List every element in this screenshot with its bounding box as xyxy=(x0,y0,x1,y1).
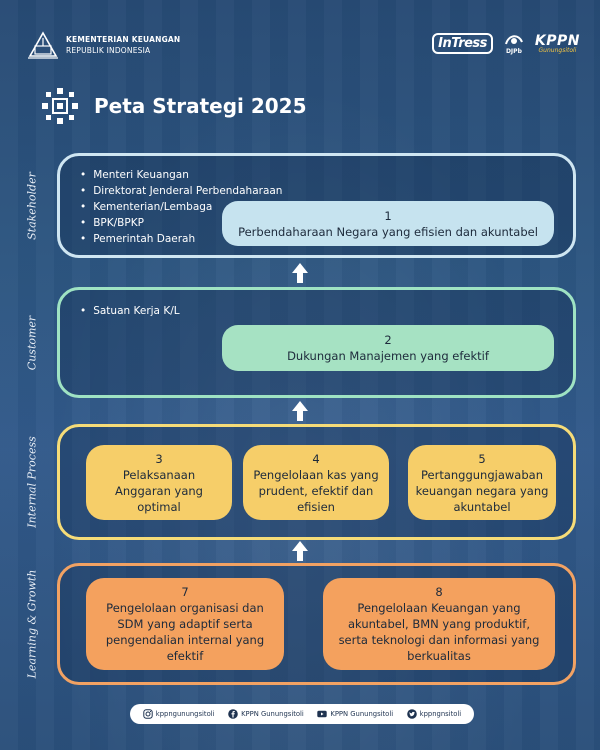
objective-text-line: Pengelolaan Keuangan yang xyxy=(357,601,521,615)
instagram-handle: kppngunungsitoli xyxy=(155,710,215,718)
ministry-name: KEMENTERIAN KEUANGAN xyxy=(66,35,181,44)
objective-1: 1 Perbendaharaan Negara yang efisien dan… xyxy=(222,201,554,246)
objective-text-line: optimal xyxy=(137,499,181,514)
kppn-logo-sub: Gunungsitoli xyxy=(538,47,577,54)
perspective-learning-growth: Learning & Growth xyxy=(25,569,39,679)
objective-text-line: efisien xyxy=(297,499,335,514)
objective-text-line: Pengelolaan organisasi dan xyxy=(106,601,264,615)
arrow-up-icon xyxy=(292,263,308,283)
youtube-handle: KPPN Gunungsitoli xyxy=(330,710,394,718)
objective-text-line: berkualitas xyxy=(407,649,471,663)
objective-number: 3 xyxy=(155,451,163,466)
ministry-country: REPUBLIK INDONESIA xyxy=(66,46,151,55)
arrow-up-icon xyxy=(292,401,308,421)
objective-number: 7 xyxy=(181,585,189,599)
partner-logos: InTress DJPb KPPN Gunungsitoli xyxy=(432,32,580,55)
twitter-handle: kppngnsitoli xyxy=(419,710,462,718)
page-title: Peta Strategi 2025 xyxy=(94,94,307,118)
stakeholder-list: Menteri Keuangan Direktorat Jenderal Per… xyxy=(80,167,282,247)
objective-text-line: serta teknologi dan informasi yang xyxy=(338,633,540,647)
objective-number: 4 xyxy=(312,451,320,466)
objective-text: Dukungan Manajemen yang efektif xyxy=(287,349,489,363)
objective-text: Perbendaharaan Negara yang efisien dan a… xyxy=(238,224,538,239)
list-item: BPK/BPKP xyxy=(80,215,282,231)
arrow-up-icon xyxy=(292,541,308,561)
objective-text-line: akuntabel xyxy=(453,499,511,514)
perspective-internal-process: Internal Process xyxy=(25,436,39,528)
list-item: Satuan Kerja K/L xyxy=(80,303,179,319)
objective-number: 2 xyxy=(384,333,392,347)
twitter-icon xyxy=(406,709,417,719)
objective-text-line: Anggaran yang xyxy=(115,483,203,498)
perspective-stakeholder: Stakeholder xyxy=(25,172,39,240)
objective-number: 1 xyxy=(384,208,392,223)
objective-5: 5 Pertanggungjawaban keuangan negara yan… xyxy=(408,445,556,520)
objective-3: 3 Pelaksanaan Anggaran yang optimal xyxy=(86,445,232,520)
instagram-link[interactable]: kppngunungsitoli xyxy=(143,709,215,719)
objective-text-line: akuntabel, BMN yang produktif, xyxy=(347,617,530,631)
objective-8: 8 Pengelolaan Keuangan yang akuntabel, B… xyxy=(323,578,555,670)
objective-text-line: Pertanggungjawaban xyxy=(421,467,543,482)
objective-text-line: Pengelolaan kas yang xyxy=(253,467,379,482)
objective-text-line: efektif xyxy=(166,649,204,663)
kppn-logo-text: KPPN xyxy=(534,33,580,49)
ministry-header: KEMENTERIAN KEUANGAN REPUBLIK INDONESIA xyxy=(26,30,180,60)
facebook-icon xyxy=(228,709,238,719)
djpb-logo-text: DJPb xyxy=(505,48,522,55)
objective-number: 5 xyxy=(478,451,486,466)
list-item: Pemerintah Daerah xyxy=(80,231,282,247)
objective-7: 7 Pengelolaan organisasi dan SDM yang ad… xyxy=(86,578,284,670)
objective-text-line: SDM yang adaptif serta xyxy=(117,617,253,631)
kppn-logo: KPPN Gunungsitoli xyxy=(535,33,580,54)
facebook-handle: KPPN Gunungsitoli xyxy=(241,710,304,718)
intress-logo: InTress xyxy=(432,33,493,54)
djpb-mark-icon xyxy=(504,35,523,45)
objective-text-line: keuangan negara yang xyxy=(415,483,549,498)
youtube-icon xyxy=(317,710,328,718)
djpb-logo: DJPb xyxy=(503,32,525,55)
list-item: Direktorat Jenderal Perbendaharaan xyxy=(80,183,282,199)
social-footer: kppngunungsitoli KPPN Gunungsitoli KPPN … xyxy=(130,704,474,724)
objective-text-line: Pelaksanaan xyxy=(122,467,196,482)
objective-2: 2 Dukungan Manajemen yang efektif xyxy=(222,325,554,371)
youtube-link[interactable]: KPPN Gunungsitoli xyxy=(317,709,393,719)
list-item: Menteri Keuangan xyxy=(80,167,282,183)
objective-text-line: prudent, efektif dan xyxy=(258,483,374,498)
list-item: Kementerian/Lembaga xyxy=(80,199,282,215)
objective-number: 8 xyxy=(435,585,443,599)
perspective-customer: Customer xyxy=(25,315,39,371)
objective-4: 4 Pengelolaan kas yang prudent, efektif … xyxy=(243,445,389,520)
title-row: Peta Strategi 2025 xyxy=(40,86,307,126)
strategy-map-icon xyxy=(42,88,78,124)
customer-list: Satuan Kerja K/L xyxy=(80,303,179,319)
facebook-link[interactable]: KPPN Gunungsitoli xyxy=(228,709,304,719)
twitter-link[interactable]: kppngnsitoli xyxy=(406,709,462,719)
instagram-icon xyxy=(143,709,153,719)
ministry-emblem-icon xyxy=(28,31,58,59)
objective-text-line: pengendalian internal yang xyxy=(105,633,265,647)
